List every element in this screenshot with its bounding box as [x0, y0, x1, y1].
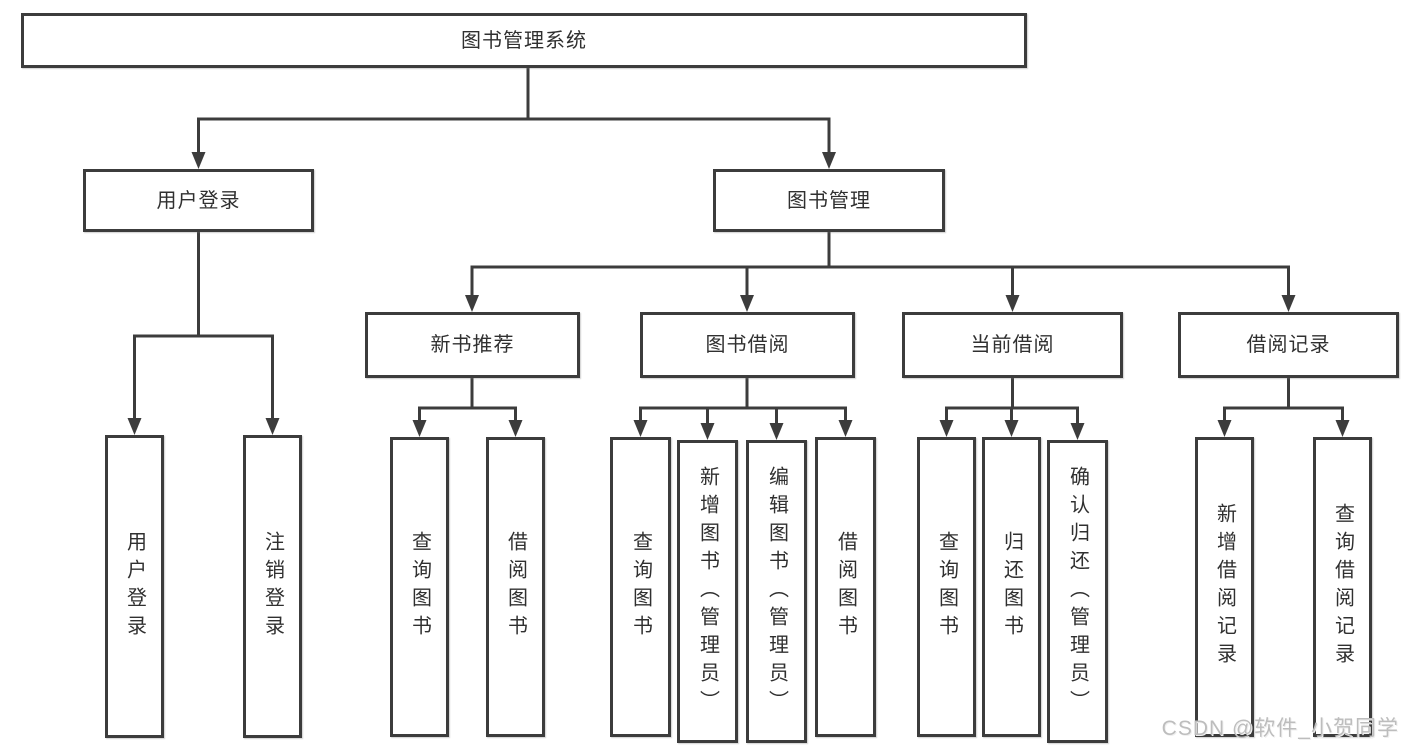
node-label: 注销登录 [261, 530, 284, 643]
node-library-management-system: 图书管理系统 [21, 13, 1027, 68]
node-book-management: 图书管理 [713, 169, 945, 232]
node-label: 图书借阅 [705, 334, 790, 356]
node-label: 归还图书 [1000, 531, 1023, 643]
node-label: 借阅记录 [1246, 334, 1331, 356]
node-borrow-books-recommend: 借阅图书 [486, 437, 545, 737]
node-confirm-return-admin: 确认归还（管理员） [1047, 440, 1108, 743]
node-query-books-recommend: 查询图书 [390, 437, 449, 737]
node-add-books-admin: 新增图书（管理员） [677, 440, 738, 743]
edges-book-borrow [639, 378, 847, 424]
edges-book-mgmt [470, 232, 1290, 296]
node-label: 新增图书（管理员） [696, 465, 719, 718]
node-label: 用户登录 [123, 530, 146, 643]
node-label: 查询图书 [935, 531, 958, 643]
node-book-borrowing: 图书借阅 [640, 312, 855, 378]
node-query-borrow-record: 查询借阅记录 [1313, 437, 1372, 737]
node-user-login-leaf: 用户登录 [105, 435, 164, 738]
arrowheads [127, 152, 1350, 440]
node-label: 图书管理 [787, 189, 871, 212]
node-label: 查询图书 [408, 531, 431, 643]
node-label: 当前借阅 [970, 334, 1055, 356]
node-add-borrow-record: 新增借阅记录 [1195, 437, 1254, 737]
node-new-book-recommend: 新书推荐 [365, 312, 580, 378]
edges-borrow-records [1223, 378, 1344, 421]
node-logout-leaf: 注销登录 [243, 435, 302, 738]
node-label: 查询图书 [629, 531, 652, 643]
edges-new-book-rec [418, 378, 517, 421]
node-query-books-current: 查询图书 [917, 437, 976, 737]
node-label: 确认归还（管理员） [1066, 465, 1089, 718]
csdn-watermark: CSDN @软件_小贺同学 [1161, 717, 1399, 740]
node-label: 借阅图书 [504, 531, 527, 643]
edges-current-borrow [945, 378, 1079, 424]
node-borrow-books-leaf: 借阅图书 [815, 437, 876, 737]
node-label: 新书推荐 [430, 334, 515, 356]
node-borrowing-records: 借阅记录 [1178, 312, 1399, 378]
node-user-login: 用户登录 [83, 169, 314, 232]
node-label: 用户登录 [156, 189, 241, 212]
node-label: 查询借阅记录 [1331, 503, 1354, 671]
node-label: 新增借阅记录 [1213, 503, 1236, 671]
node-edit-books-admin: 编辑图书（管理员） [746, 440, 807, 743]
node-label: 借阅图书 [834, 531, 857, 643]
edges-user-login [133, 232, 274, 419]
edges-root [197, 68, 831, 153]
node-label: 编辑图书（管理员） [765, 465, 788, 718]
node-current-borrowing: 当前借阅 [902, 312, 1123, 378]
node-return-books: 归还图书 [982, 437, 1041, 737]
node-query-books-borrow: 查询图书 [610, 437, 671, 737]
node-label: 图书管理系统 [461, 29, 587, 52]
